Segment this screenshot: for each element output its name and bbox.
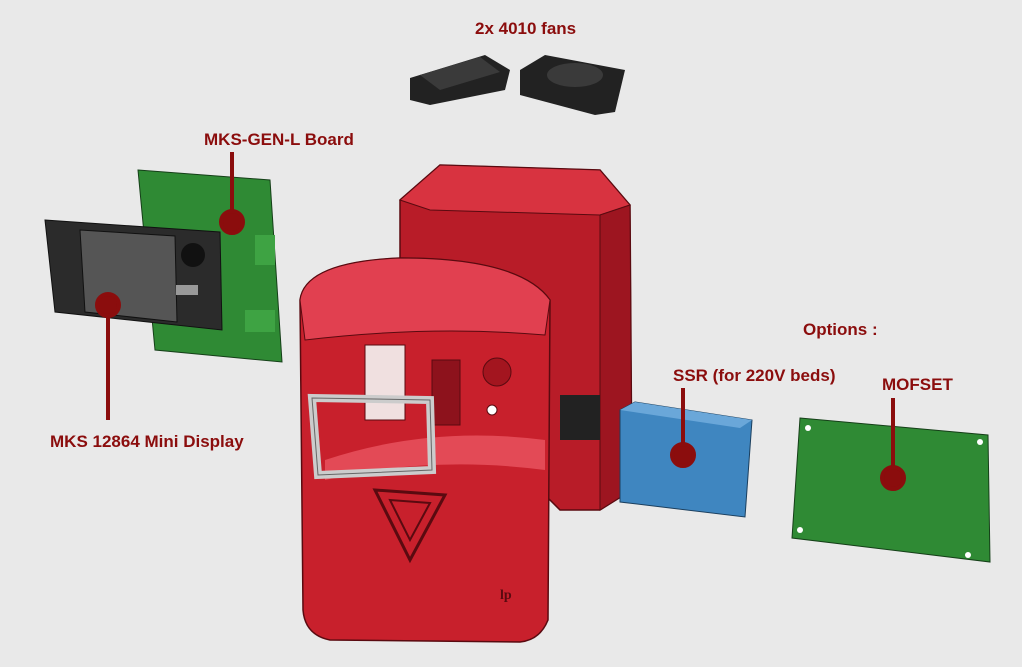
label-display: MKS 12864 Mini Display — [50, 432, 244, 451]
mks-12864-display — [44, 219, 223, 331]
enclosure-logo: lp — [500, 588, 512, 603]
label-board: MKS-GEN-L Board — [204, 130, 354, 149]
label-options: Options : — [803, 320, 878, 339]
leader-lines — [95, 152, 906, 491]
label-fans: 2x 4010 fans — [475, 19, 577, 38]
fan-right — [520, 55, 625, 115]
front-enclosure — [299, 257, 551, 643]
fan-left — [410, 55, 510, 105]
label-mofset: MOFSET — [882, 375, 953, 394]
label-ssr: SSR (for 220V beds) — [673, 366, 836, 385]
